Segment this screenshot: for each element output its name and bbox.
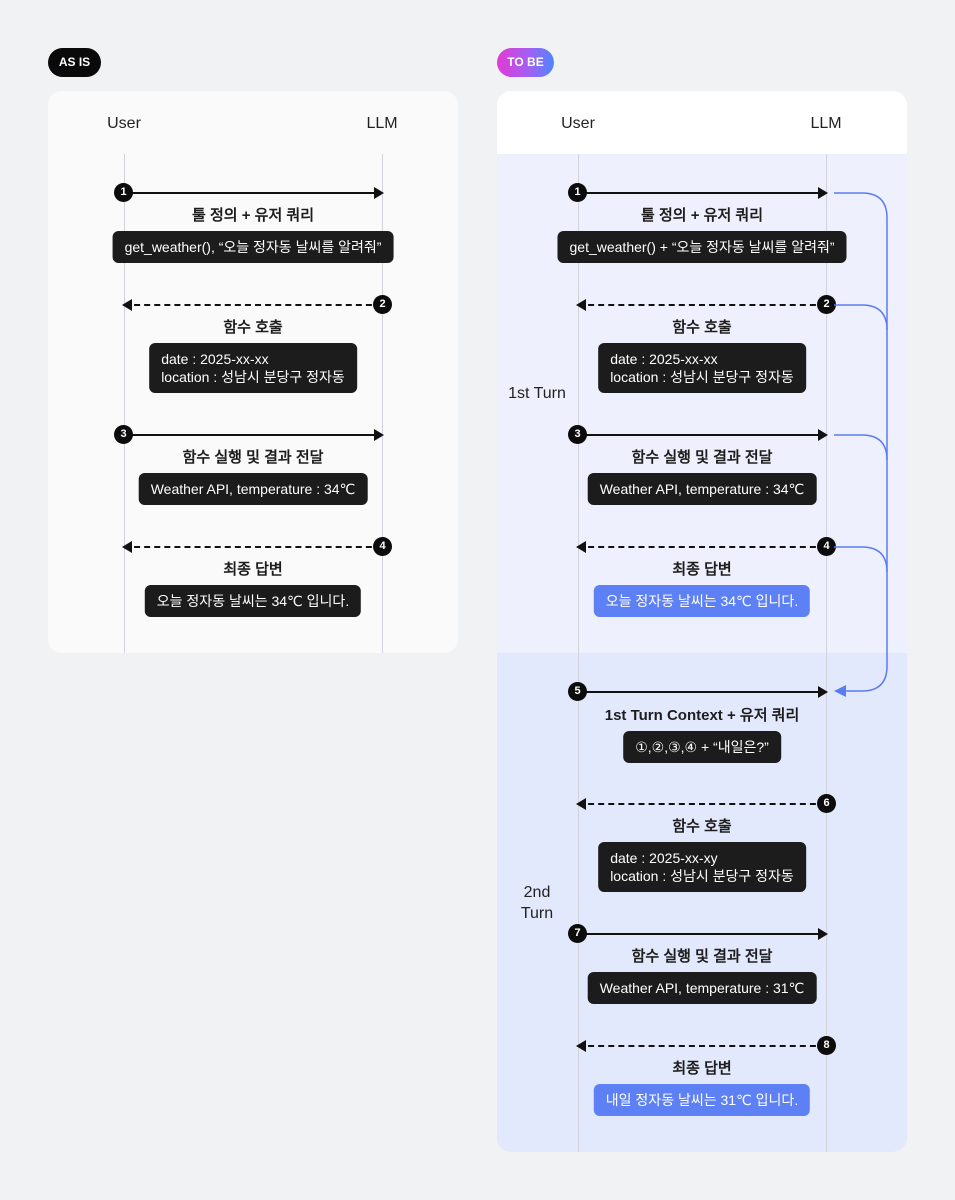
as-is-badge: AS IS <box>48 48 101 77</box>
connector-arrowhead <box>834 685 846 697</box>
to-be-step-7-bubble: Weather API, temperature : 31℃ <box>587 972 817 1004</box>
as-is-step-3-badge: 3 <box>114 425 133 444</box>
bubble-line: date : 2025-xx-xx <box>161 351 269 367</box>
as-is-step-4-bubble: 오늘 정자동 날씨는 34℃ 입니다. <box>144 585 362 617</box>
to-be-arrow-5 <box>578 686 828 698</box>
bubble-line: 오늘 정자동 날씨는 34℃ 입니다. <box>156 593 350 609</box>
as-is-step-3-bubble: Weather API, temperature : 34℃ <box>138 473 368 505</box>
bubble-line: ①,②,③,④ + “내일은?” <box>635 739 769 755</box>
to-be-step-7-label: 함수 실행 및 결과 전달 <box>631 948 773 965</box>
to-be-step-7-badge: 7 <box>568 924 587 943</box>
to-be-step-6-bubble: date : 2025-xx-xy location : 성남시 분당구 정자동 <box>598 842 806 892</box>
context-connector <box>834 192 888 697</box>
to-be-user-actor: User <box>561 115 595 132</box>
to-be-user-lifeline <box>578 154 579 1152</box>
to-be-step-4-bubble: 오늘 정자동 날씨는 34℃ 입니다. <box>593 585 811 617</box>
to-be-step-3-label: 함수 실행 및 결과 전달 <box>631 449 773 466</box>
bubble-line: location : 성남시 분당구 정자동 <box>610 369 794 385</box>
to-be-step-5-label: 1st Turn Context + 유저 쿼리 <box>604 707 800 724</box>
to-be-arrow-4 <box>576 541 826 553</box>
bubble-line: 내일 정자동 날씨는 31℃ 입니다. <box>605 1092 799 1108</box>
as-is-step-1-label: 툴 정의 + 유저 쿼리 <box>191 207 315 224</box>
to-be-llm-lifeline <box>826 154 827 1152</box>
to-be-step-4-badge: 4 <box>817 537 836 556</box>
to-be-step-4-label: 최종 답변 <box>672 561 732 578</box>
bubble-line: 오늘 정자동 날씨는 34℃ 입니다. <box>605 593 799 609</box>
as-is-arrow-4 <box>122 541 382 553</box>
bubble-line: location : 성남시 분당구 정자동 <box>610 868 794 884</box>
as-is-user-actor: User <box>107 115 141 132</box>
bubble-line: date : 2025-xx-xy <box>610 850 718 866</box>
as-is-step-4-badge: 4 <box>373 537 392 556</box>
to-be-arrow-6 <box>576 798 826 810</box>
to-be-step-8-label: 최종 답변 <box>672 1060 732 1077</box>
as-is-step-3-label: 함수 실행 및 결과 전달 <box>182 449 324 466</box>
to-be-step-3-bubble: Weather API, temperature : 34℃ <box>587 473 817 505</box>
first-turn-label: 1st Turn <box>508 385 566 402</box>
as-is-arrow-2 <box>122 299 382 311</box>
to-be-step-2-badge: 2 <box>817 295 836 314</box>
to-be-step-6-badge: 6 <box>817 794 836 813</box>
to-be-step-1-label: 툴 정의 + 유저 쿼리 <box>640 207 764 224</box>
as-is-step-4-label: 최종 답변 <box>223 561 283 578</box>
to-be-arrow-1 <box>578 187 828 199</box>
to-be-arrow-2 <box>576 299 826 311</box>
to-be-step-8-bubble: 내일 정자동 날씨는 31℃ 입니다. <box>593 1084 811 1116</box>
as-is-llm-actor: LLM <box>366 115 398 132</box>
bubble-line: get_weather(), “오늘 정자동 날씨를 알려줘” <box>124 239 382 255</box>
as-is-step-2-bubble: date : 2025-xx-xx location : 성남시 분당구 정자동 <box>149 343 357 393</box>
to-be-arrow-8 <box>576 1040 826 1052</box>
to-be-panel: User LLM 1st Turn 2nd Turn 1 툴 정의 + 유저 쿼… <box>497 91 907 1152</box>
as-is-step-2-label: 함수 호출 <box>223 319 283 336</box>
connector-main-path <box>834 192 888 692</box>
to-be-step-5-bubble: ①,②,③,④ + “내일은?” <box>623 731 781 763</box>
connector-branch-2 <box>834 304 888 331</box>
bubble-line: Weather API, temperature : 34℃ <box>599 481 805 497</box>
as-is-step-1-bubble: get_weather(), “오늘 정자동 날씨를 알려줘” <box>112 231 394 263</box>
as-is-step-1-badge: 1 <box>114 183 133 202</box>
bubble-line: Weather API, temperature : 31℃ <box>599 980 805 996</box>
to-be-step-1-badge: 1 <box>568 183 587 202</box>
second-turn-label: 2nd Turn <box>520 884 554 922</box>
to-be-step-8-badge: 8 <box>817 1036 836 1055</box>
bubble-line: get_weather() + “오늘 정자동 날씨를 알려줘” <box>569 239 835 255</box>
to-be-step-6-label: 함수 호출 <box>672 818 732 835</box>
to-be-step-2-label: 함수 호출 <box>672 319 732 336</box>
to-be-step-3-badge: 3 <box>568 425 587 444</box>
connector-branch-4 <box>834 546 888 573</box>
as-is-step-2-badge: 2 <box>373 295 392 314</box>
bubble-line: date : 2025-xx-xx <box>610 351 718 367</box>
bubble-line: location : 성남시 분당구 정자동 <box>161 369 345 385</box>
connector-branch-3 <box>834 434 888 461</box>
bubble-line: Weather API, temperature : 34℃ <box>150 481 356 497</box>
to-be-badge: TO BE <box>497 48 554 77</box>
as-is-llm-lifeline <box>382 154 383 653</box>
as-is-user-lifeline <box>124 154 125 653</box>
to-be-arrow-7 <box>578 928 828 940</box>
to-be-step-5-badge: 5 <box>568 682 587 701</box>
to-be-step-1-bubble: get_weather() + “오늘 정자동 날씨를 알려줘” <box>557 231 847 263</box>
as-is-panel: User LLM 1 툴 정의 + 유저 쿼리 get_weather(), “… <box>48 91 458 653</box>
to-be-llm-actor: LLM <box>810 115 842 132</box>
to-be-arrow-3 <box>578 429 828 441</box>
to-be-step-2-bubble: date : 2025-xx-xx location : 성남시 분당구 정자동 <box>598 343 806 393</box>
as-is-arrow-1 <box>124 187 384 199</box>
as-is-arrow-3 <box>124 429 384 441</box>
